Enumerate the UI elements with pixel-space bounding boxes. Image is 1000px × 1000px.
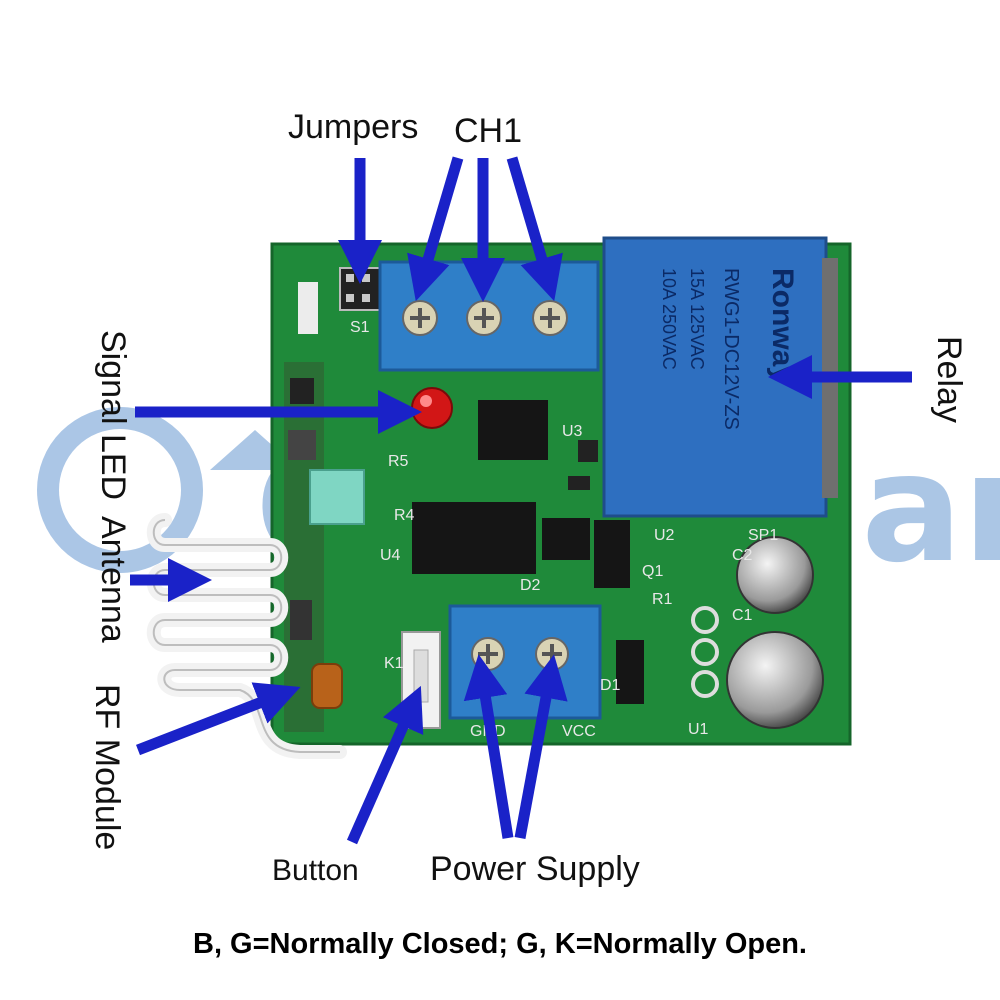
silk-vcc: VCC [562,723,596,740]
antenna-coil [146,513,347,759]
label-power-supply: Power Supply [430,850,640,888]
diode-d1 [616,640,644,704]
silk-u2: U2 [654,527,675,544]
silk-d2: D2 [520,577,541,594]
arrow-ch1-right [506,156,563,302]
arrow-button [346,685,424,845]
relay-rating-2: 10A 250VAC [659,268,679,370]
capacitor-c2 [726,631,824,729]
capacitor-c1 [736,536,814,614]
signal-led [411,387,453,429]
rf-coil [309,469,365,525]
label-relay: Relay [930,336,968,423]
pcb-board: Ronway RWG1-DC12V-ZS 15A 125VAC 10A 250V… [270,236,852,746]
label-ch1: CH1 [454,112,523,150]
relay-brand: Ronway [766,268,799,383]
silk-u3: U3 [562,423,583,440]
arrow-power-vcc [514,654,568,840]
arrow-rf-module [136,682,301,756]
label-rf-module: RF Module [88,684,126,851]
label-jumpers: Jumpers [288,108,419,146]
silk-k1: K1 [384,655,404,672]
callout-arrows [130,156,912,845]
silk-u4: U4 [380,547,401,564]
relay-model: RWG1-DC12V-ZS [720,268,742,430]
silk-c1: C1 [732,607,753,624]
silk-c2: C2 [732,547,753,564]
silk-q1: Q1 [642,563,663,580]
arrow-power-gnd [463,654,514,839]
arrow-ch1-left [407,156,464,302]
silk-s1: S1 [350,319,370,336]
power-terminal-block [448,604,602,720]
label-button: Button [272,854,359,887]
ic-u4 [412,502,536,574]
transistor-q1 [594,520,630,588]
silk-r1: R1 [652,591,673,608]
silk-r4: R4 [394,507,415,524]
label-signal-led: Signal LED [94,330,132,501]
relay-rating-1: 15A 125VAC [687,268,707,370]
ic-u3 [478,400,548,460]
label-antenna: Antenna [94,516,132,643]
silk-d1: D1 [600,677,621,694]
silk-u1: U1 [688,721,709,738]
silk-sp1: SP1 [748,527,778,544]
caption: B, G=Normally Closed; G, K=Normally Open… [193,928,807,960]
copper-coil [311,663,343,709]
silk-r5: R5 [388,453,409,470]
